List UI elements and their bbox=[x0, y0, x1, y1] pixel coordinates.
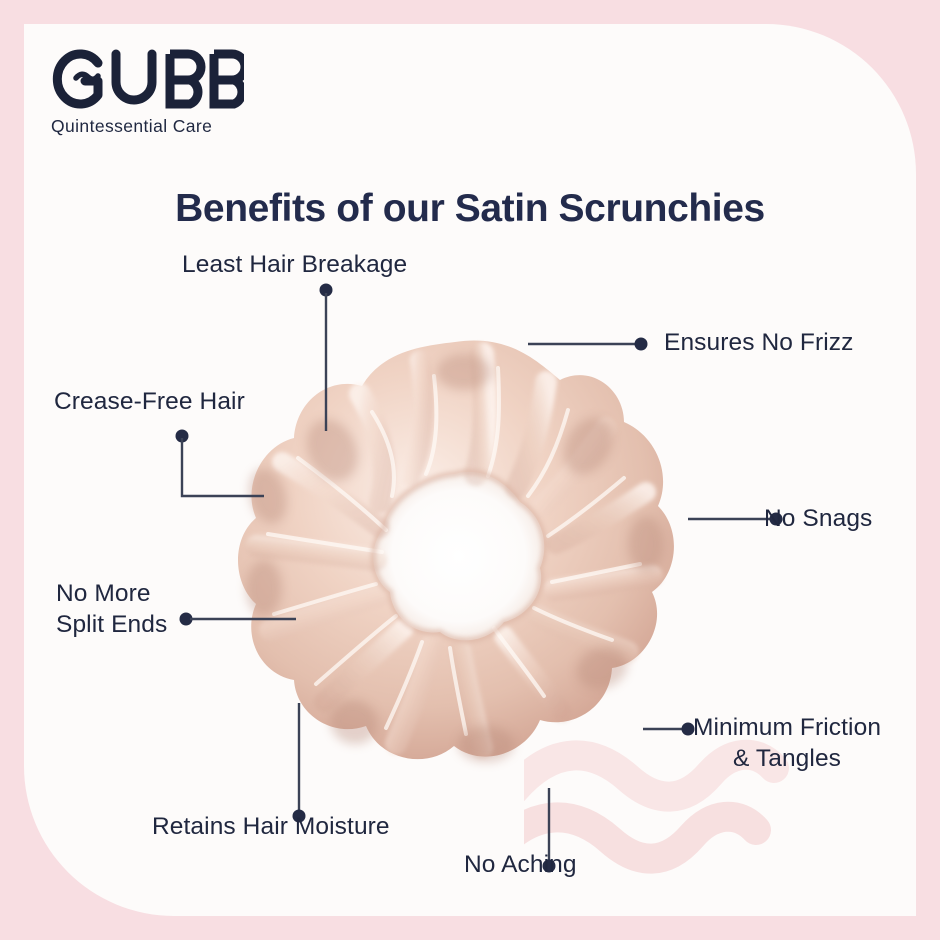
benefit-label-minimum-friction-line2: & Tangles bbox=[732, 745, 842, 773]
benefit-label-ensures-no-frizz: Ensures No Frizz bbox=[664, 329, 854, 356]
page-title: Benefits of our Satin Scrunchies bbox=[175, 187, 765, 230]
benefit-label-retains-hair-moisture: Retains Hair Moisture bbox=[152, 813, 390, 840]
logo-wave-swoosh-icon bbox=[73, 71, 101, 82]
benefit-label-no-more-split-ends: No More Split Ends bbox=[56, 578, 191, 641]
benefit-label-minimum-friction: Minimum Friction & Tangles bbox=[672, 712, 902, 775]
benefit-label-crease-free-hair: Crease-Free Hair bbox=[54, 388, 245, 415]
brand-logo: Quintessential Care bbox=[44, 38, 364, 136]
benefit-label-no-more-split-ends-line1: No More bbox=[56, 580, 151, 607]
satin-scrunchie-photo bbox=[220, 324, 690, 794]
benefit-label-least-hair-breakage: Least Hair Breakage bbox=[182, 251, 408, 278]
brand-tagline: Quintessential Care bbox=[51, 116, 213, 136]
content-card: Quintessential Care Benefits of our Sati… bbox=[24, 24, 916, 916]
benefit-label-no-more-split-ends-line2: Split Ends bbox=[56, 611, 168, 639]
benefit-label-minimum-friction-line1: Minimum Friction bbox=[692, 714, 882, 741]
gubb-wave-logo-icon bbox=[52, 49, 244, 109]
benefit-label-no-snags: No Snags bbox=[764, 505, 873, 532]
benefit-label-no-aching: No Aching bbox=[464, 851, 577, 878]
